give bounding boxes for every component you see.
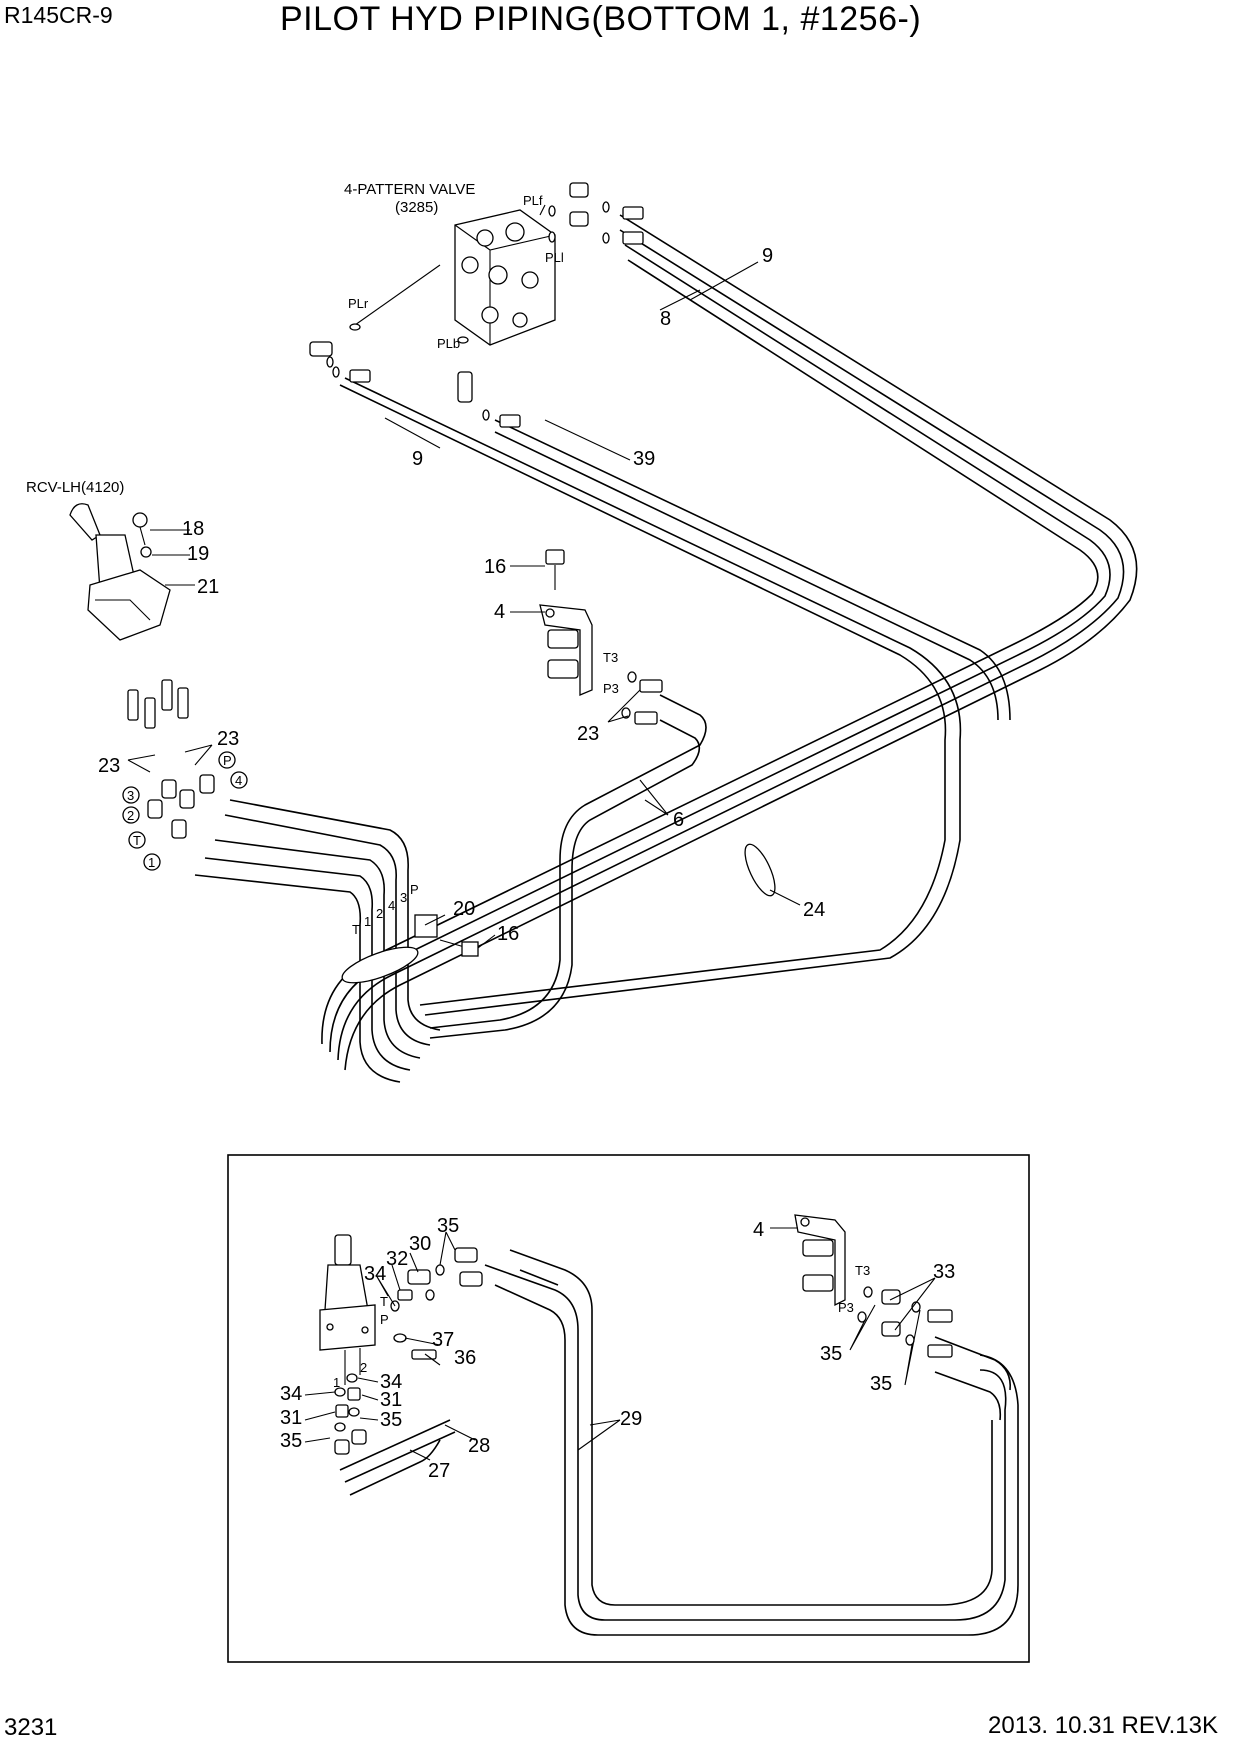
rcv-ports (127, 679, 215, 839)
valve-fittings (309, 182, 644, 428)
page-title: PILOT HYD PIPING(BOTTOM 1, #1256-) (280, 0, 922, 38)
inset-port-label-p3: P3 (838, 1300, 854, 1315)
svg-text:2: 2 (127, 808, 134, 823)
port-label-1: 1 (364, 914, 371, 929)
callout-21: 21 (197, 576, 219, 598)
svg-text:1: 1 (148, 855, 155, 870)
port-label-plf: PLf (523, 193, 543, 208)
hose-27-28 (339, 1419, 456, 1496)
inset-port-label-1: 1 (333, 1375, 340, 1390)
inset-callout-35-right: 35 (380, 1409, 402, 1431)
upper-leaders (127, 261, 801, 949)
callout-24: 24 (803, 899, 825, 921)
port-label-4: 4 (388, 898, 395, 913)
inset-callout-34-left: 34 (280, 1383, 302, 1405)
callout-20: 20 (453, 898, 475, 920)
inset-callout-28: 28 (468, 1435, 490, 1457)
inset-callout-35-top: 35 (437, 1215, 459, 1237)
inset-callout-35-mid: 35 (820, 1343, 842, 1365)
hose-8-9-long (321, 214, 1138, 1071)
callout-23-bracket: 23 (577, 723, 599, 745)
rcv-lh-joystick (69, 503, 215, 839)
circled-port-t: T (128, 831, 146, 849)
callout-18: 18 (182, 518, 204, 540)
port-label-3: 3 (400, 890, 407, 905)
inset-callout-34-top: 34 (364, 1263, 386, 1285)
callout-39: 39 (633, 448, 655, 470)
valve-ref: (3285) (395, 199, 438, 216)
inset-callout-31-left: 31 (280, 1407, 302, 1429)
inset-callout-31-right: 31 (380, 1389, 402, 1411)
port-label-t: T (352, 922, 360, 937)
inset-callout-30: 30 (409, 1233, 431, 1255)
hose-6 (429, 694, 707, 1039)
hose-29 (484, 1249, 1019, 1636)
port-label-p3: P3 (603, 681, 619, 696)
svg-text:T: T (133, 833, 141, 848)
hose-right-inset (934, 1336, 1012, 1421)
circled-port-3: 3 (122, 786, 140, 804)
circled-port-4: 4 (230, 771, 248, 789)
clamp-24 (744, 843, 776, 897)
inset-port-label-t3: T3 (855, 1263, 870, 1278)
page-number: 3231 (4, 1714, 58, 1741)
inset-port-label-t: T (380, 1294, 388, 1309)
inset-leaders (304, 1227, 936, 1461)
circled-port-2: 2 (122, 806, 140, 824)
callout-9-upper: 9 (762, 245, 773, 267)
inset-callout-4: 4 (753, 1219, 764, 1241)
four-pattern-valve (349, 204, 556, 346)
callout-19: 19 (187, 543, 209, 565)
inset-callout-37: 37 (432, 1329, 454, 1351)
inset-view: T P 1 2 T3 P3 35 30 32 34 37 36 34 34 31… (227, 1154, 1030, 1663)
inset-callout-33: 33 (933, 1261, 955, 1283)
clamp-20 (341, 914, 479, 984)
upper-view: 4-PATTERN VALVE (3285) RCV-LH(4120) PLf … (26, 181, 1138, 1083)
port-label-plr: PLr (348, 296, 369, 311)
model-label: R145CR-9 (4, 2, 113, 28)
circled-port-1: 1 (143, 853, 161, 871)
inset-port-label-2: 2 (360, 1360, 367, 1375)
callout-8: 8 (660, 308, 671, 330)
callout-4-upper: 4 (494, 601, 505, 623)
inset-port-label-p: P (380, 1312, 389, 1327)
rcv-caption: RCV-LH(4120) (26, 479, 124, 496)
valve-caption: 4-PATTERN VALVE (344, 181, 475, 198)
svg-text:P: P (223, 753, 232, 768)
circled-port-p: P (218, 751, 236, 769)
port-label-2: 2 (376, 906, 383, 921)
inset-frame (227, 1154, 1030, 1663)
callout-23-left: 23 (98, 755, 120, 777)
callout-16-upper: 16 (484, 556, 506, 578)
bracket-4-inset (794, 1214, 953, 1358)
revision-label: 2013. 10.31 REV.13K (988, 1712, 1218, 1739)
callout-9-lower: 9 (412, 448, 423, 470)
inset-callout-35-bottom: 35 (870, 1373, 892, 1395)
inset-callout-35-left: 35 (280, 1430, 302, 1452)
port-label-t3: T3 (603, 650, 618, 665)
inset-callout-34-right: 34 (380, 1371, 402, 1393)
inset-callout-29: 29 (620, 1408, 642, 1430)
callout-16-lower: 16 (497, 923, 519, 945)
inset-callout-32: 32 (386, 1248, 408, 1270)
port-label-p: P (410, 882, 419, 897)
bracket-4-upper (539, 549, 663, 725)
callout-23-right: 23 (217, 728, 239, 750)
port-label-plb: PLb (437, 336, 460, 351)
svg-text:4: 4 (235, 773, 242, 788)
inset-callout-27: 27 (428, 1460, 450, 1482)
svg-text:3: 3 (127, 788, 134, 803)
inset-callout-36: 36 (454, 1347, 476, 1369)
callout-6: 6 (673, 809, 684, 831)
hose-9-39 (339, 377, 1011, 1016)
port-label-pll: PLl (545, 250, 564, 265)
inset-joystick (319, 1234, 376, 1385)
